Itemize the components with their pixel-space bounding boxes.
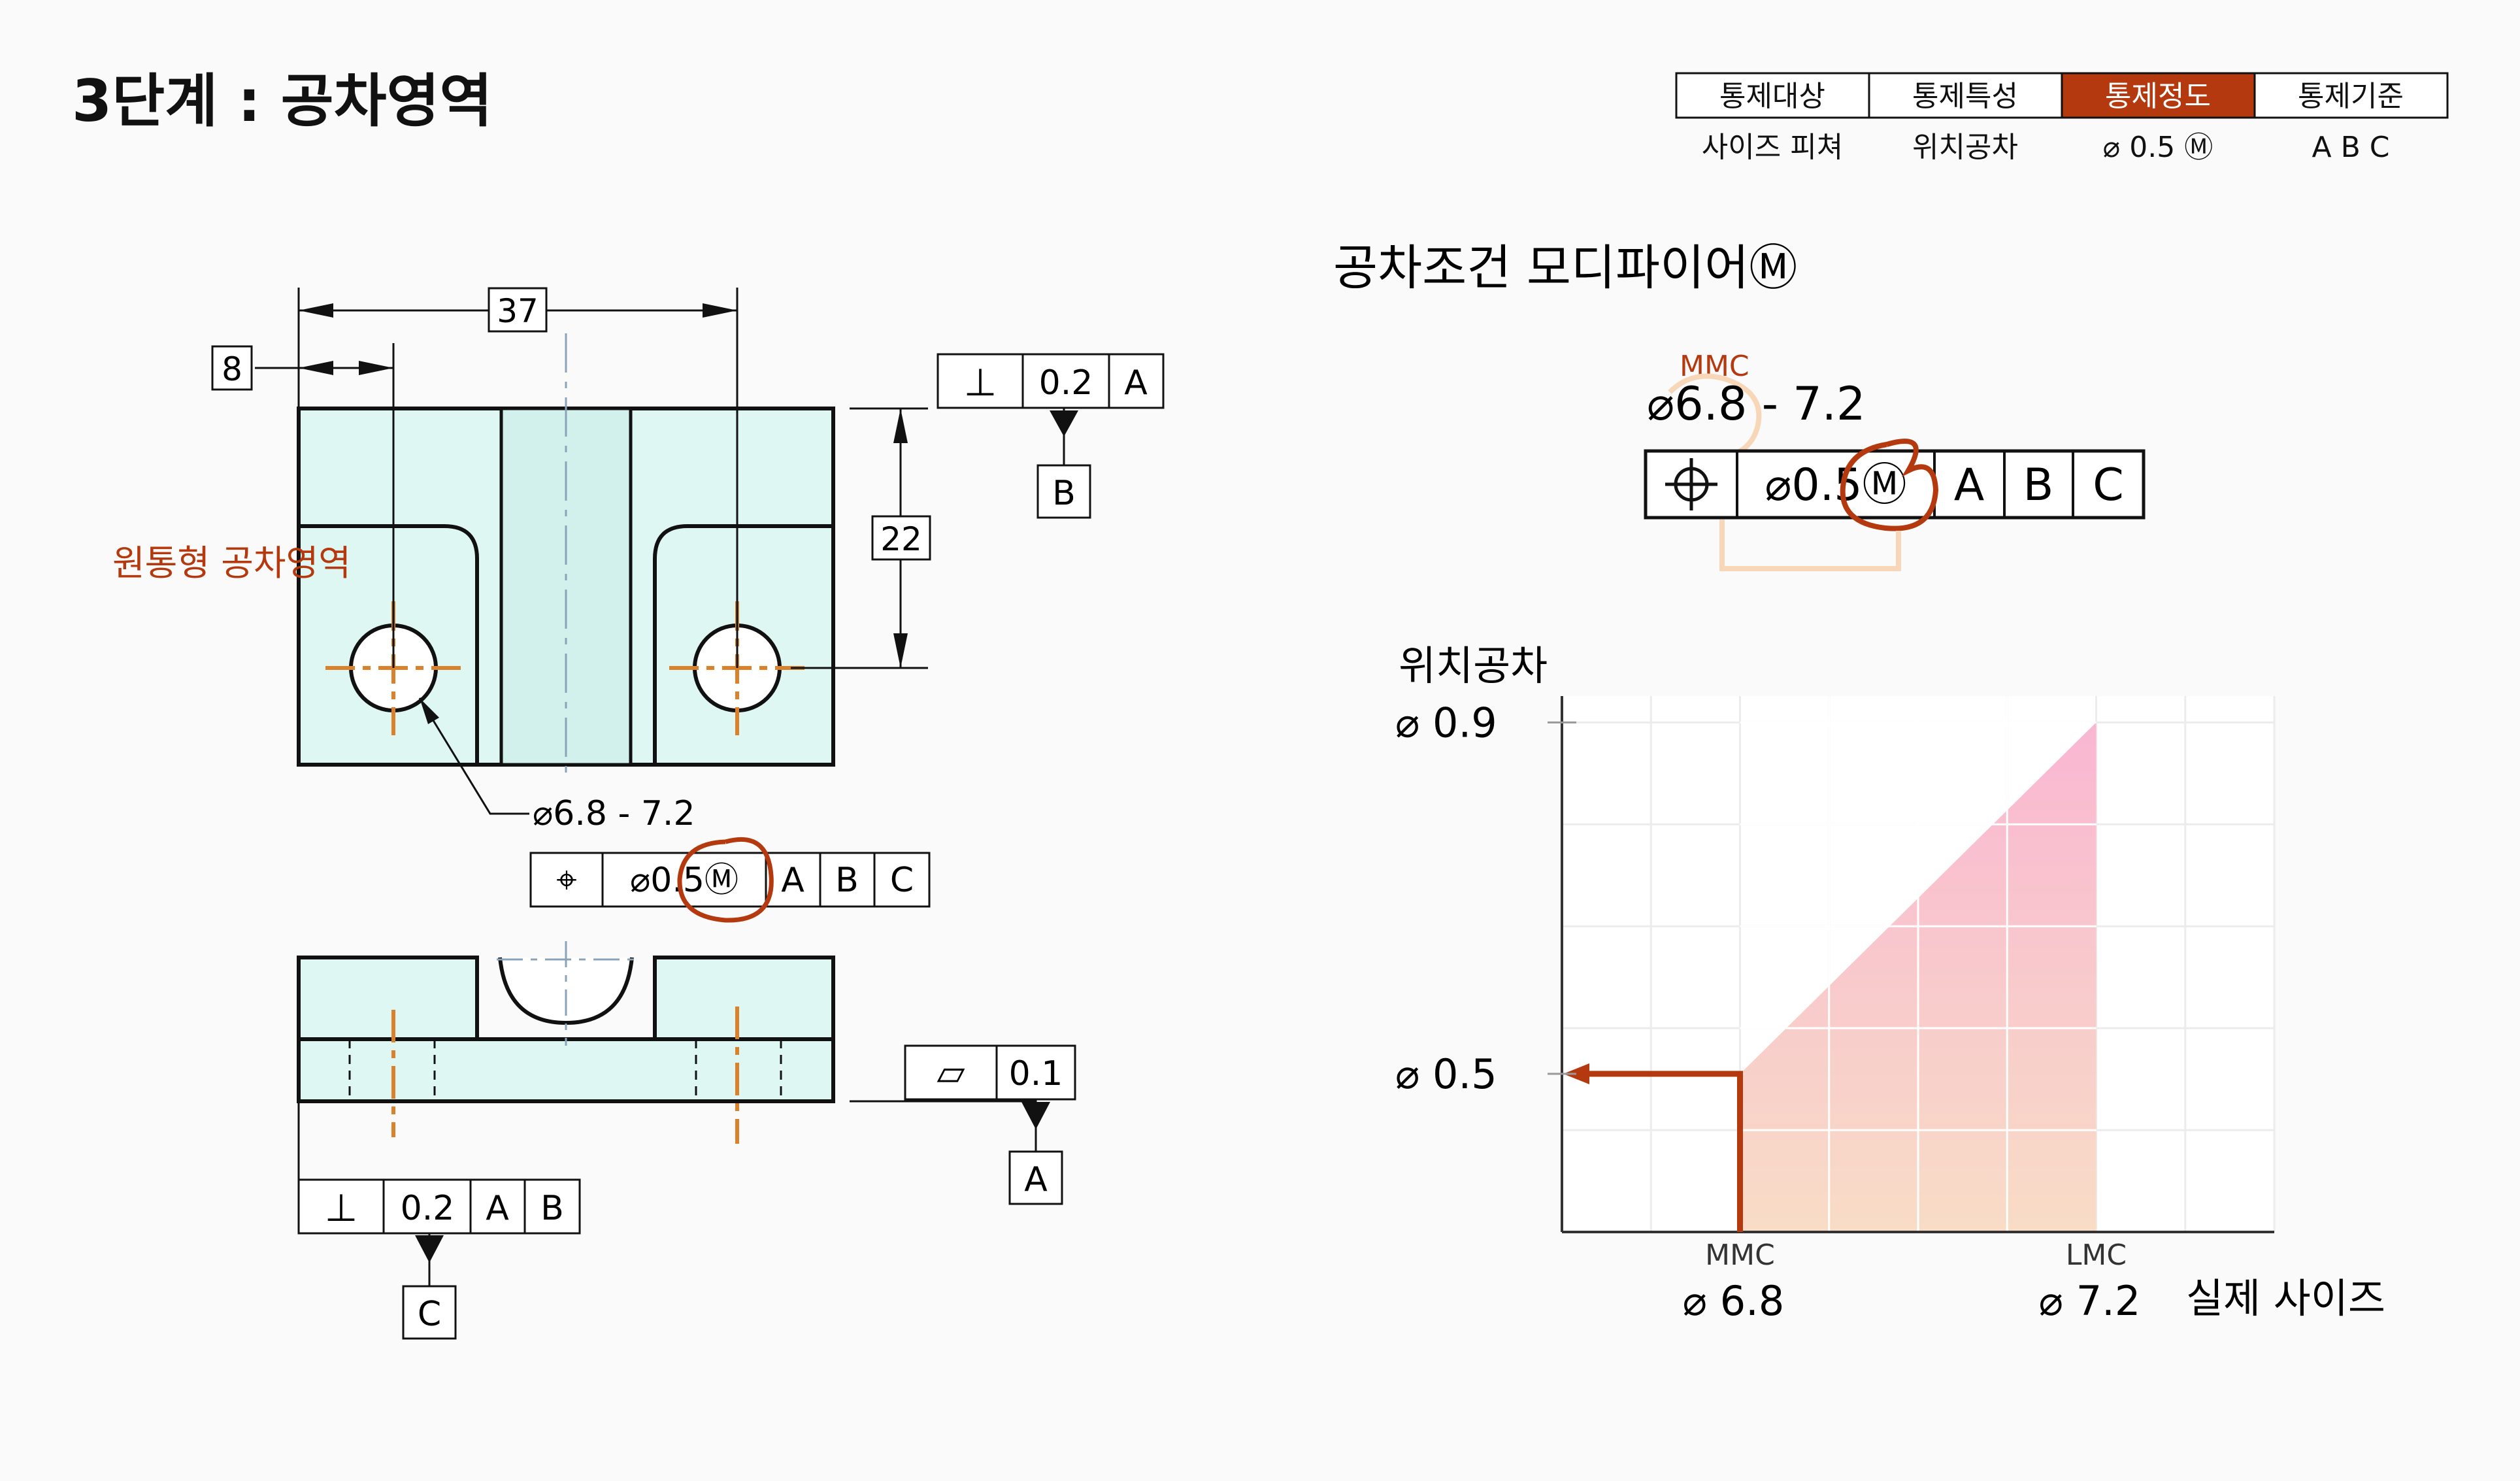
svg-text:⊥: ⊥ — [964, 360, 997, 405]
svg-text:A: A — [486, 1189, 509, 1228]
modifier-title: 공차조건 모디파이어Ⓜ — [1333, 240, 1797, 296]
modifier-size: ⌀6.8 - 7.2 — [1647, 377, 1866, 431]
svg-text:0.2: 0.2 — [401, 1189, 455, 1228]
y-tick-label: ⌀ 0.9 — [1395, 699, 1497, 746]
hole-size-label: ⌀6.8 - 7.2 — [533, 794, 695, 833]
fcf-perpendicular-bottom: ⊥ 0.2 A B — [297, 1178, 581, 1235]
zone-label: 원통형 공차영역 — [112, 542, 351, 584]
fcf-position: ⌖ ⌀0.5Ⓜ A B C — [529, 852, 931, 908]
svg-text:B: B — [540, 1189, 564, 1228]
svg-text:C: C — [890, 861, 914, 900]
dim-22: 22 — [880, 520, 922, 558]
table-header-datum: 통제기준 — [2298, 80, 2404, 113]
modifier-section: 공차조건 모디파이어Ⓜ MMC ⌀6.8 - 7.2 ⌀0.5Ⓜ A B C — [1333, 240, 2146, 571]
chart-mmc-line — [1587, 1071, 1743, 1232]
table-header-characteristic: 통제특성 — [1912, 80, 2018, 113]
chart-xlabel: 실제 사이즈 — [2186, 1274, 2385, 1322]
x-tick-label: ⌀ 7.2 — [2039, 1277, 2141, 1325]
table-value-datum: A B C — [2312, 131, 2390, 164]
table-value-target: 사이즈 피쳐 — [1702, 131, 1843, 164]
chart-ylabel: 위치공차 — [1399, 642, 1548, 690]
svg-text:0.1: 0.1 — [1009, 1054, 1063, 1093]
svg-text:A: A — [1954, 459, 1985, 511]
fcf-perpendicular-top: ⊥ 0.2 A — [937, 353, 1165, 409]
svg-text:⊥: ⊥ — [325, 1186, 358, 1230]
x-tick-sub: MMC — [1705, 1239, 1775, 1272]
modifier-fcf: ⌀0.5Ⓜ A B C — [1644, 449, 2146, 520]
chart-grid-over — [1740, 696, 2097, 1232]
highlight-circle-m — [677, 837, 774, 923]
table-value-degree: ⌀ 0.5 Ⓜ — [2103, 131, 2213, 164]
datum-b: B — [1052, 474, 1076, 513]
top-view: 37 8 22 원통형 공차영역 ⌀6.8 - 7.2 ⊥ 0.2 A B — [112, 287, 1165, 923]
page-title: 3단계 : 공차영역 — [72, 67, 492, 135]
table-header-target: 통제대상 — [1719, 80, 1825, 113]
control-table: 통제대상 통제특성 통제정도 통제기준 사이즈 피쳐 위치공차 ⌀ 0.5 Ⓜ … — [1675, 72, 2449, 164]
svg-text:A: A — [781, 861, 804, 900]
datum-c: C — [418, 1295, 441, 1334]
front-view: ▱ 0.1 A ⊥ 0.2 A B C — [297, 941, 1076, 1340]
svg-text:A: A — [1124, 363, 1148, 403]
dim-37: 37 — [497, 292, 539, 330]
y-tick-label: ⌀ 0.5 — [1395, 1050, 1497, 1098]
svg-text:▱: ▱ — [937, 1052, 965, 1094]
part-body-front — [297, 956, 835, 1103]
fcf-flatness: ▱ 0.1 — [904, 1044, 1076, 1101]
table-header-degree: 통제정도 — [2105, 80, 2211, 113]
svg-text:⌖: ⌖ — [556, 859, 577, 901]
svg-text:C: C — [2093, 459, 2123, 511]
dim-8: 8 — [222, 350, 242, 388]
x-tick-sub: LMC — [2066, 1239, 2127, 1272]
svg-text:B: B — [835, 861, 859, 900]
svg-text:0.2: 0.2 — [1039, 363, 1093, 403]
datum-a: A — [1024, 1160, 1048, 1199]
svg-text:⌀0.5Ⓜ: ⌀0.5Ⓜ — [1765, 459, 1906, 511]
table-value-characteristic: 위치공차 — [1912, 131, 2018, 164]
x-tick-label: ⌀ 6.8 — [1683, 1277, 1785, 1325]
svg-text:B: B — [2023, 459, 2054, 511]
